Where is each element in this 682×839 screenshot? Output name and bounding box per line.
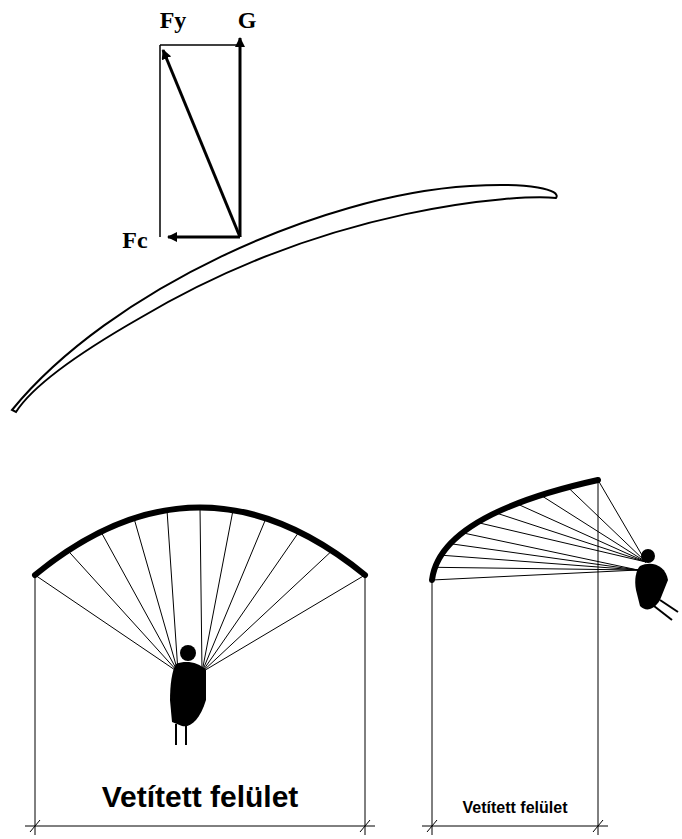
projection-lines xyxy=(25,480,608,835)
suspension-line xyxy=(568,487,646,562)
suspension-line xyxy=(450,544,638,570)
wing-profile xyxy=(12,185,557,412)
suspension-line xyxy=(598,480,646,562)
suspension-line xyxy=(167,510,178,672)
suspension-line xyxy=(134,518,178,672)
suspension-line xyxy=(202,518,266,672)
suspension-line xyxy=(202,551,332,672)
suspension-line xyxy=(68,551,178,672)
suspension-line xyxy=(200,508,202,673)
suspension-line xyxy=(101,532,178,672)
suspension-line xyxy=(432,570,638,580)
force-label: Fy xyxy=(158,7,189,33)
suspension-line xyxy=(202,532,299,672)
suspension-line xyxy=(517,504,646,562)
paraglider-banked xyxy=(432,480,678,620)
force-arrows xyxy=(163,38,240,237)
force-label: G xyxy=(236,7,259,33)
suspension-line xyxy=(441,555,638,570)
suspension-line xyxy=(541,495,646,562)
suspension-line xyxy=(202,575,365,672)
suspension-line xyxy=(478,523,647,563)
projected-area-label: Vetített felület xyxy=(461,799,570,817)
suspension-line xyxy=(462,533,638,570)
paraglider-level xyxy=(35,508,365,746)
force-label: Fc xyxy=(120,227,149,253)
force-rectangle xyxy=(160,45,240,237)
projected-area-label: Vetített felület xyxy=(100,780,301,813)
suspension-line xyxy=(496,513,646,562)
suspension-line xyxy=(35,575,178,672)
